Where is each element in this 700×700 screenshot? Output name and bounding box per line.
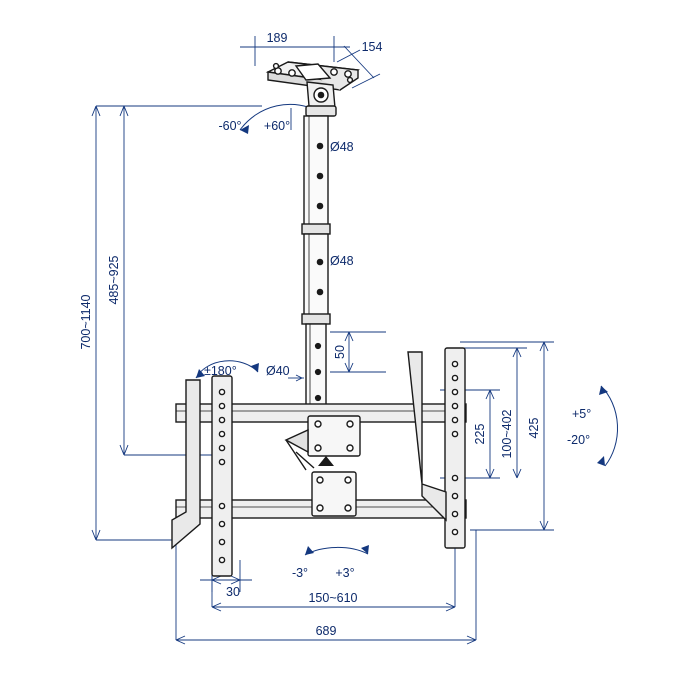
right-vertical-arm <box>444 347 466 549</box>
label-edge-30: 30 <box>226 585 240 599</box>
label-swivel-minus-60: -60° <box>218 119 241 133</box>
label-roll-minus-3: -3° <box>292 566 308 580</box>
label-bracket-width-689: 689 <box>316 624 337 638</box>
label-top-width-189: 189 <box>267 31 288 45</box>
label-tilt-plus-5: +5° <box>572 407 591 421</box>
label-vesa-height-225: 225 <box>473 424 487 445</box>
label-pole-upper-dia: Ø48 <box>330 140 354 154</box>
mount-illustration <box>171 61 467 577</box>
label-pole-lower-dia: Ø48 <box>330 254 354 268</box>
lower-pole <box>301 233 331 325</box>
tilt-head <box>284 415 361 517</box>
label-offset-50: 50 <box>333 345 347 359</box>
label-rotation-180: ±180° <box>204 364 237 378</box>
label-bracket-height-425: 425 <box>527 418 541 439</box>
upper-pole <box>301 115 331 235</box>
label-height-range-pole: 485~925 <box>107 255 121 304</box>
label-tilt-minus-20: -20° <box>567 433 590 447</box>
label-roll-plus-3: +3° <box>335 566 354 580</box>
label-vesa-range-100-402: 100~402 <box>500 409 514 458</box>
left-vertical-arm <box>211 375 233 577</box>
dimension-lines <box>91 36 619 645</box>
swivel-joint <box>305 81 337 117</box>
dimension-labels: 189 154 -60° +60° Ø48 Ø48 Ø40 ±180° 700~… <box>79 31 591 638</box>
label-pole-bottom-dia: Ø40 <box>266 364 290 378</box>
label-swivel-plus-60: +60° <box>264 119 290 133</box>
label-height-range-total: 700~1140 <box>79 294 93 349</box>
label-vesa-width-range: 150~610 <box>308 591 357 605</box>
label-top-depth-154: 154 <box>362 40 383 54</box>
inner-left-arm <box>171 379 201 550</box>
inner-right-arm <box>407 351 447 522</box>
